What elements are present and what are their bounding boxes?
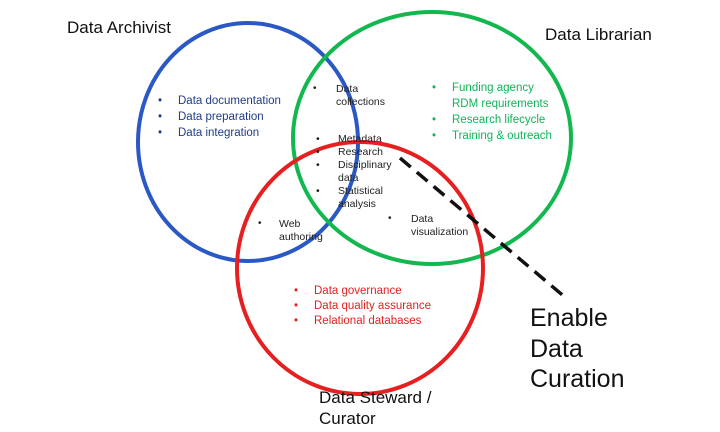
curation-dashed-line (398, 156, 568, 300)
list-item: Data governance (294, 284, 431, 299)
list-item: Data preparation (158, 109, 281, 125)
list-item: Data documentation (158, 93, 281, 109)
list-item: Data integration (158, 125, 281, 141)
overlap-all-list: Metadata Research Disciplinary data Stat… (316, 133, 392, 211)
librarian-list: Funding agency RDM requirements Research… (432, 80, 552, 144)
librarian-circle (291, 10, 573, 266)
list-item-continued: RDM requirements (452, 98, 549, 110)
overlap-archivist-steward: Web authoring (279, 218, 323, 243)
list-item: Disciplinary data (316, 159, 392, 185)
librarian-title: Data Librarian (545, 25, 652, 44)
bullet-dot: • (388, 213, 392, 224)
list-item: Training & outreach (432, 128, 552, 144)
overlap-archivist-librarian: Data collections (336, 83, 386, 108)
archivist-title: Data Archivist (67, 18, 171, 37)
list-item: Statistical analysis (316, 185, 392, 211)
list-item: Relational databases (294, 314, 431, 329)
steward-list: Data governance Data quality assurance R… (294, 284, 431, 329)
bullet-dot: • (258, 218, 262, 229)
callout-text: Enable Data Curation (530, 304, 625, 393)
bullet-dot: • (313, 83, 317, 94)
list-item: Research lifecycle (432, 112, 552, 128)
overlap-librarian-steward: Data visualization (411, 213, 469, 238)
list-item: Research (316, 146, 392, 159)
list-item: Data quality assurance (294, 299, 431, 314)
archivist-list: Data documentation Data preparation Data… (158, 93, 281, 141)
list-item: Metadata (316, 133, 392, 146)
list-item: Funding agency (432, 80, 552, 96)
steward-title: Data Steward / Curator (319, 388, 432, 429)
